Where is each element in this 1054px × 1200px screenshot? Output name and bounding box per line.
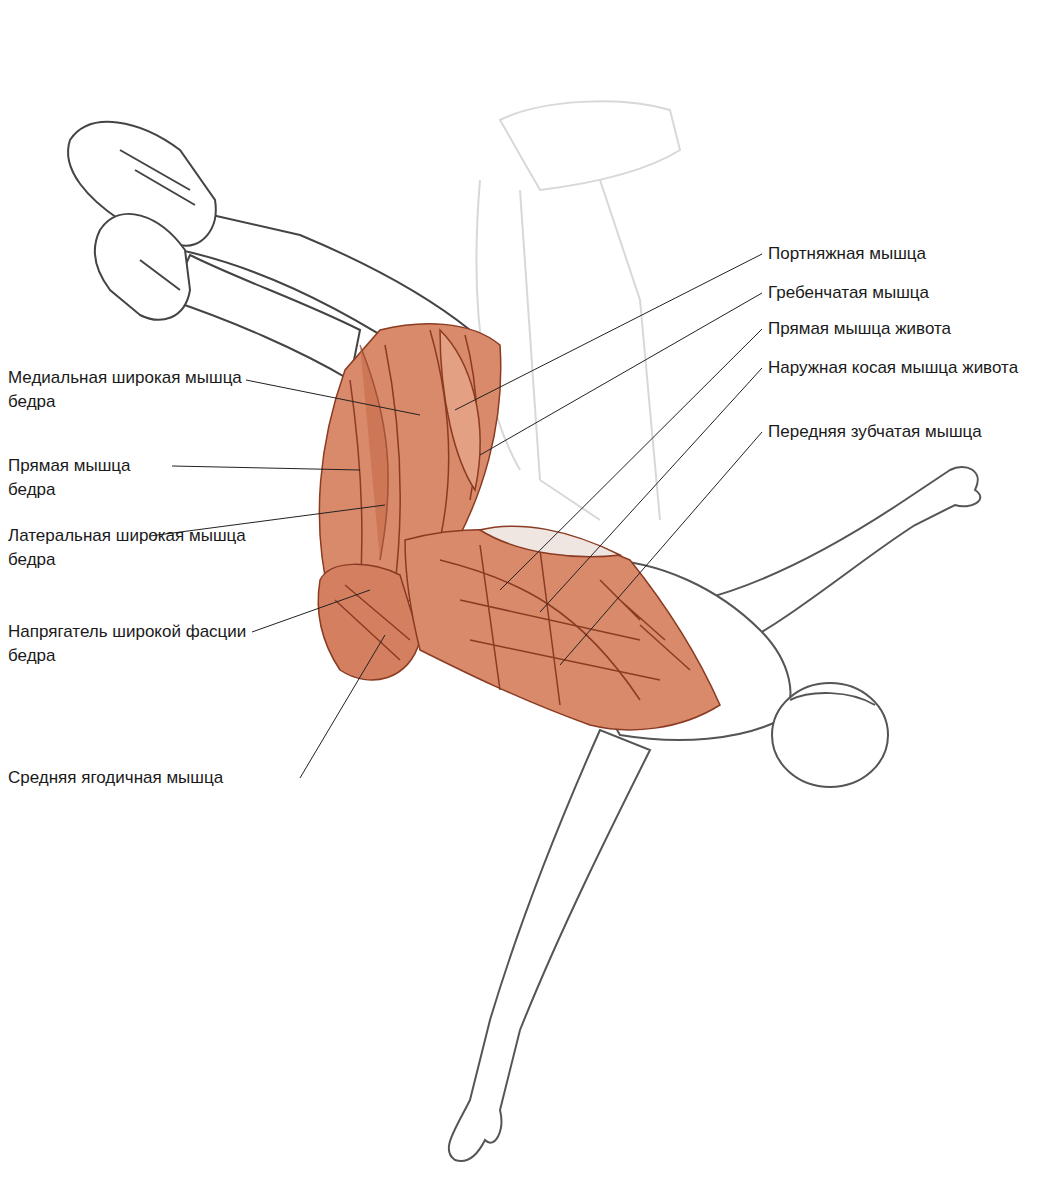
- muscle-label: Наружная косая мышца живота: [768, 356, 1038, 380]
- muscle-label: Прямая мышца живота: [768, 317, 1048, 341]
- muscle-label: Гребенчатая мышца: [768, 281, 1048, 305]
- muscle-label: Напрягатель широкой фасции бедра: [8, 620, 248, 668]
- muscle-label: Прямая мышца бедра: [8, 454, 168, 502]
- muscle-label: Медиальная широкая мышца бедра: [8, 366, 244, 414]
- leader-lines: [150, 254, 762, 778]
- muscle-label: Передняя зубчатая мышца: [768, 420, 1054, 444]
- abdominal-muscles: [405, 526, 720, 730]
- muscle-label: Портняжная мышца: [768, 242, 1048, 266]
- muscle-label: Средняя ягодичная мышца: [8, 766, 308, 790]
- muscle-label: Латеральная широкая мышца бедра: [8, 524, 248, 572]
